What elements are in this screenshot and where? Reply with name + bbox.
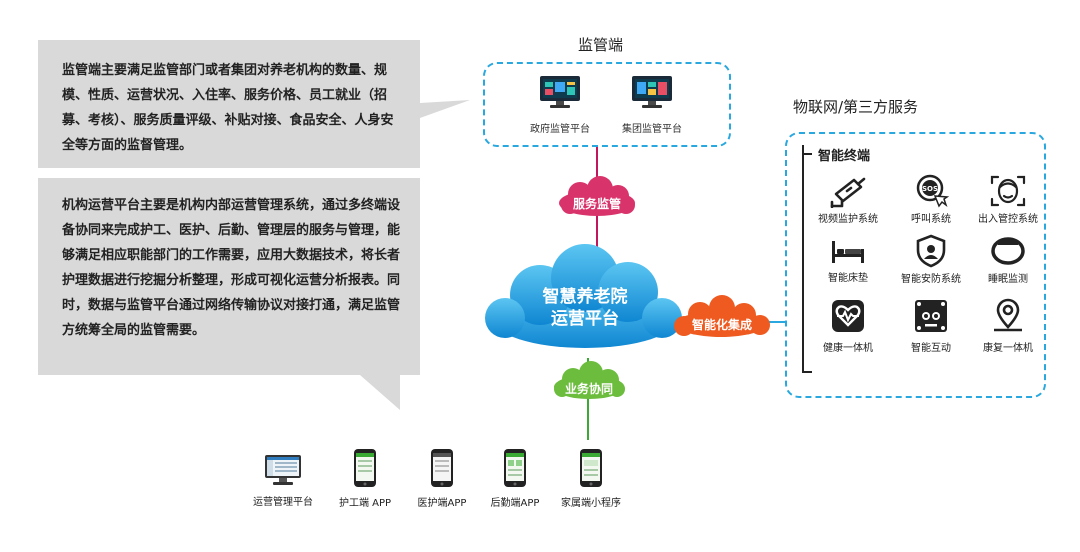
terminal-sos-call[interactable]: SOS 呼叫系统 xyxy=(891,174,971,225)
face-recognition-icon xyxy=(990,175,1026,207)
callout-supervision-text: 监管端主要满足监管部门或者集团对养老机构的数量、规模、性质、运营状况、入住率、服… xyxy=(62,63,394,153)
service-supervision-label: 服务监管 xyxy=(572,197,621,211)
platform-cloud xyxy=(485,244,682,348)
terminal-bracket-top xyxy=(802,153,812,155)
app-label: 家属端小程序 xyxy=(561,498,621,509)
supervision-title: 监管端 xyxy=(578,36,624,54)
platform-label[interactable]: 智慧养老院 运营平台 xyxy=(525,286,645,330)
terminal-health-monitor[interactable]: 健康一体机 xyxy=(808,297,888,354)
cctv-camera-icon xyxy=(830,177,866,208)
terminal-bracket-bottom xyxy=(802,371,812,373)
terminal-label: 智能互动 xyxy=(911,343,951,354)
monitor-icon xyxy=(632,76,672,108)
iot-title: 物联网/第三方服务 xyxy=(793,98,919,116)
platform-label-line2: 运营平台 xyxy=(551,309,619,329)
group-platform-label: 集团监管平台 xyxy=(622,124,682,135)
terminal-label: 健康一体机 xyxy=(823,343,873,354)
smart-integration-label: 智能化集成 xyxy=(691,318,752,332)
gov-platform-label: 政府监管平台 xyxy=(530,124,590,135)
terminal-robot[interactable]: 智能互动 xyxy=(891,297,971,354)
terminal-cctv[interactable]: 视频监护系统 xyxy=(808,174,888,225)
business-collab-cloud xyxy=(554,361,625,399)
terminal-security[interactable]: 智能安防系统 xyxy=(891,234,971,285)
callout-operation-text: 机构运营平台主要是机构内部运营管理系统，通过多终端设备协同来完成护工、医护、后勤… xyxy=(62,198,401,338)
terminal-face-recognition[interactable]: 出入管控系统 xyxy=(968,174,1048,225)
callout-mid-bubble xyxy=(38,178,420,410)
callout-top-bubble xyxy=(38,40,470,168)
phone-icon xyxy=(580,449,602,487)
health-monitor-icon xyxy=(832,300,864,332)
iot-box xyxy=(785,132,1046,398)
terminal-label: 呼叫系统 xyxy=(911,214,951,225)
smart-integration-cloud xyxy=(674,295,770,337)
app-label: 运营管理平台 xyxy=(253,497,313,508)
app-family[interactable]: 家属端小程序 xyxy=(551,448,631,509)
terminal-rehab[interactable]: 康复一体机 xyxy=(968,297,1048,354)
sleep-band-icon xyxy=(991,237,1025,265)
app-caregiver[interactable]: 护工端 APP xyxy=(325,448,405,509)
service-supervision-cloud xyxy=(559,176,635,216)
group-supervision-platform[interactable]: 集团监管平台 xyxy=(612,74,692,135)
business-collab-label: 业务协同 xyxy=(564,382,613,396)
app-operation-platform[interactable]: 运营管理平台 xyxy=(243,453,323,508)
robot-icon xyxy=(915,300,947,332)
sos-call-icon: SOS xyxy=(916,174,950,208)
security-shield-icon xyxy=(916,234,946,268)
app-label: 后勤端APP xyxy=(490,498,540,509)
phone-icon xyxy=(431,449,453,487)
bed-icon xyxy=(832,241,864,263)
supervision-box xyxy=(483,62,731,147)
desktop-icon xyxy=(265,455,301,485)
app-label: 医护端APP xyxy=(417,498,467,509)
terminal-label: 睡眠监测 xyxy=(988,274,1028,285)
terminal-sleep[interactable]: 睡眠监测 xyxy=(968,234,1048,285)
app-medical[interactable]: 医护端APP xyxy=(402,448,482,509)
terminal-label: 出入管控系统 xyxy=(978,214,1038,225)
terminal-bed[interactable]: 智能床垫 xyxy=(808,237,888,284)
phone-icon xyxy=(354,449,376,487)
smart-terminal-title: 智能终端 xyxy=(818,149,871,164)
terminal-label: 视频监护系统 xyxy=(818,214,878,225)
platform-label-line1: 智慧养老院 xyxy=(542,287,628,307)
phone-icon xyxy=(504,449,526,487)
app-label: 护工端 APP xyxy=(338,498,392,509)
monitor-icon xyxy=(540,76,580,108)
terminal-label: 智能安防系统 xyxy=(901,274,961,285)
gov-supervision-platform[interactable]: 政府监管平台 xyxy=(520,74,600,135)
terminal-bracket xyxy=(802,145,804,373)
terminal-label: 康复一体机 xyxy=(983,343,1033,354)
svg-text:SOS: SOS xyxy=(922,185,938,193)
location-pin-icon xyxy=(994,298,1022,332)
terminal-label: 智能床垫 xyxy=(828,273,868,284)
app-logistics[interactable]: 后勤端APP xyxy=(475,448,555,509)
